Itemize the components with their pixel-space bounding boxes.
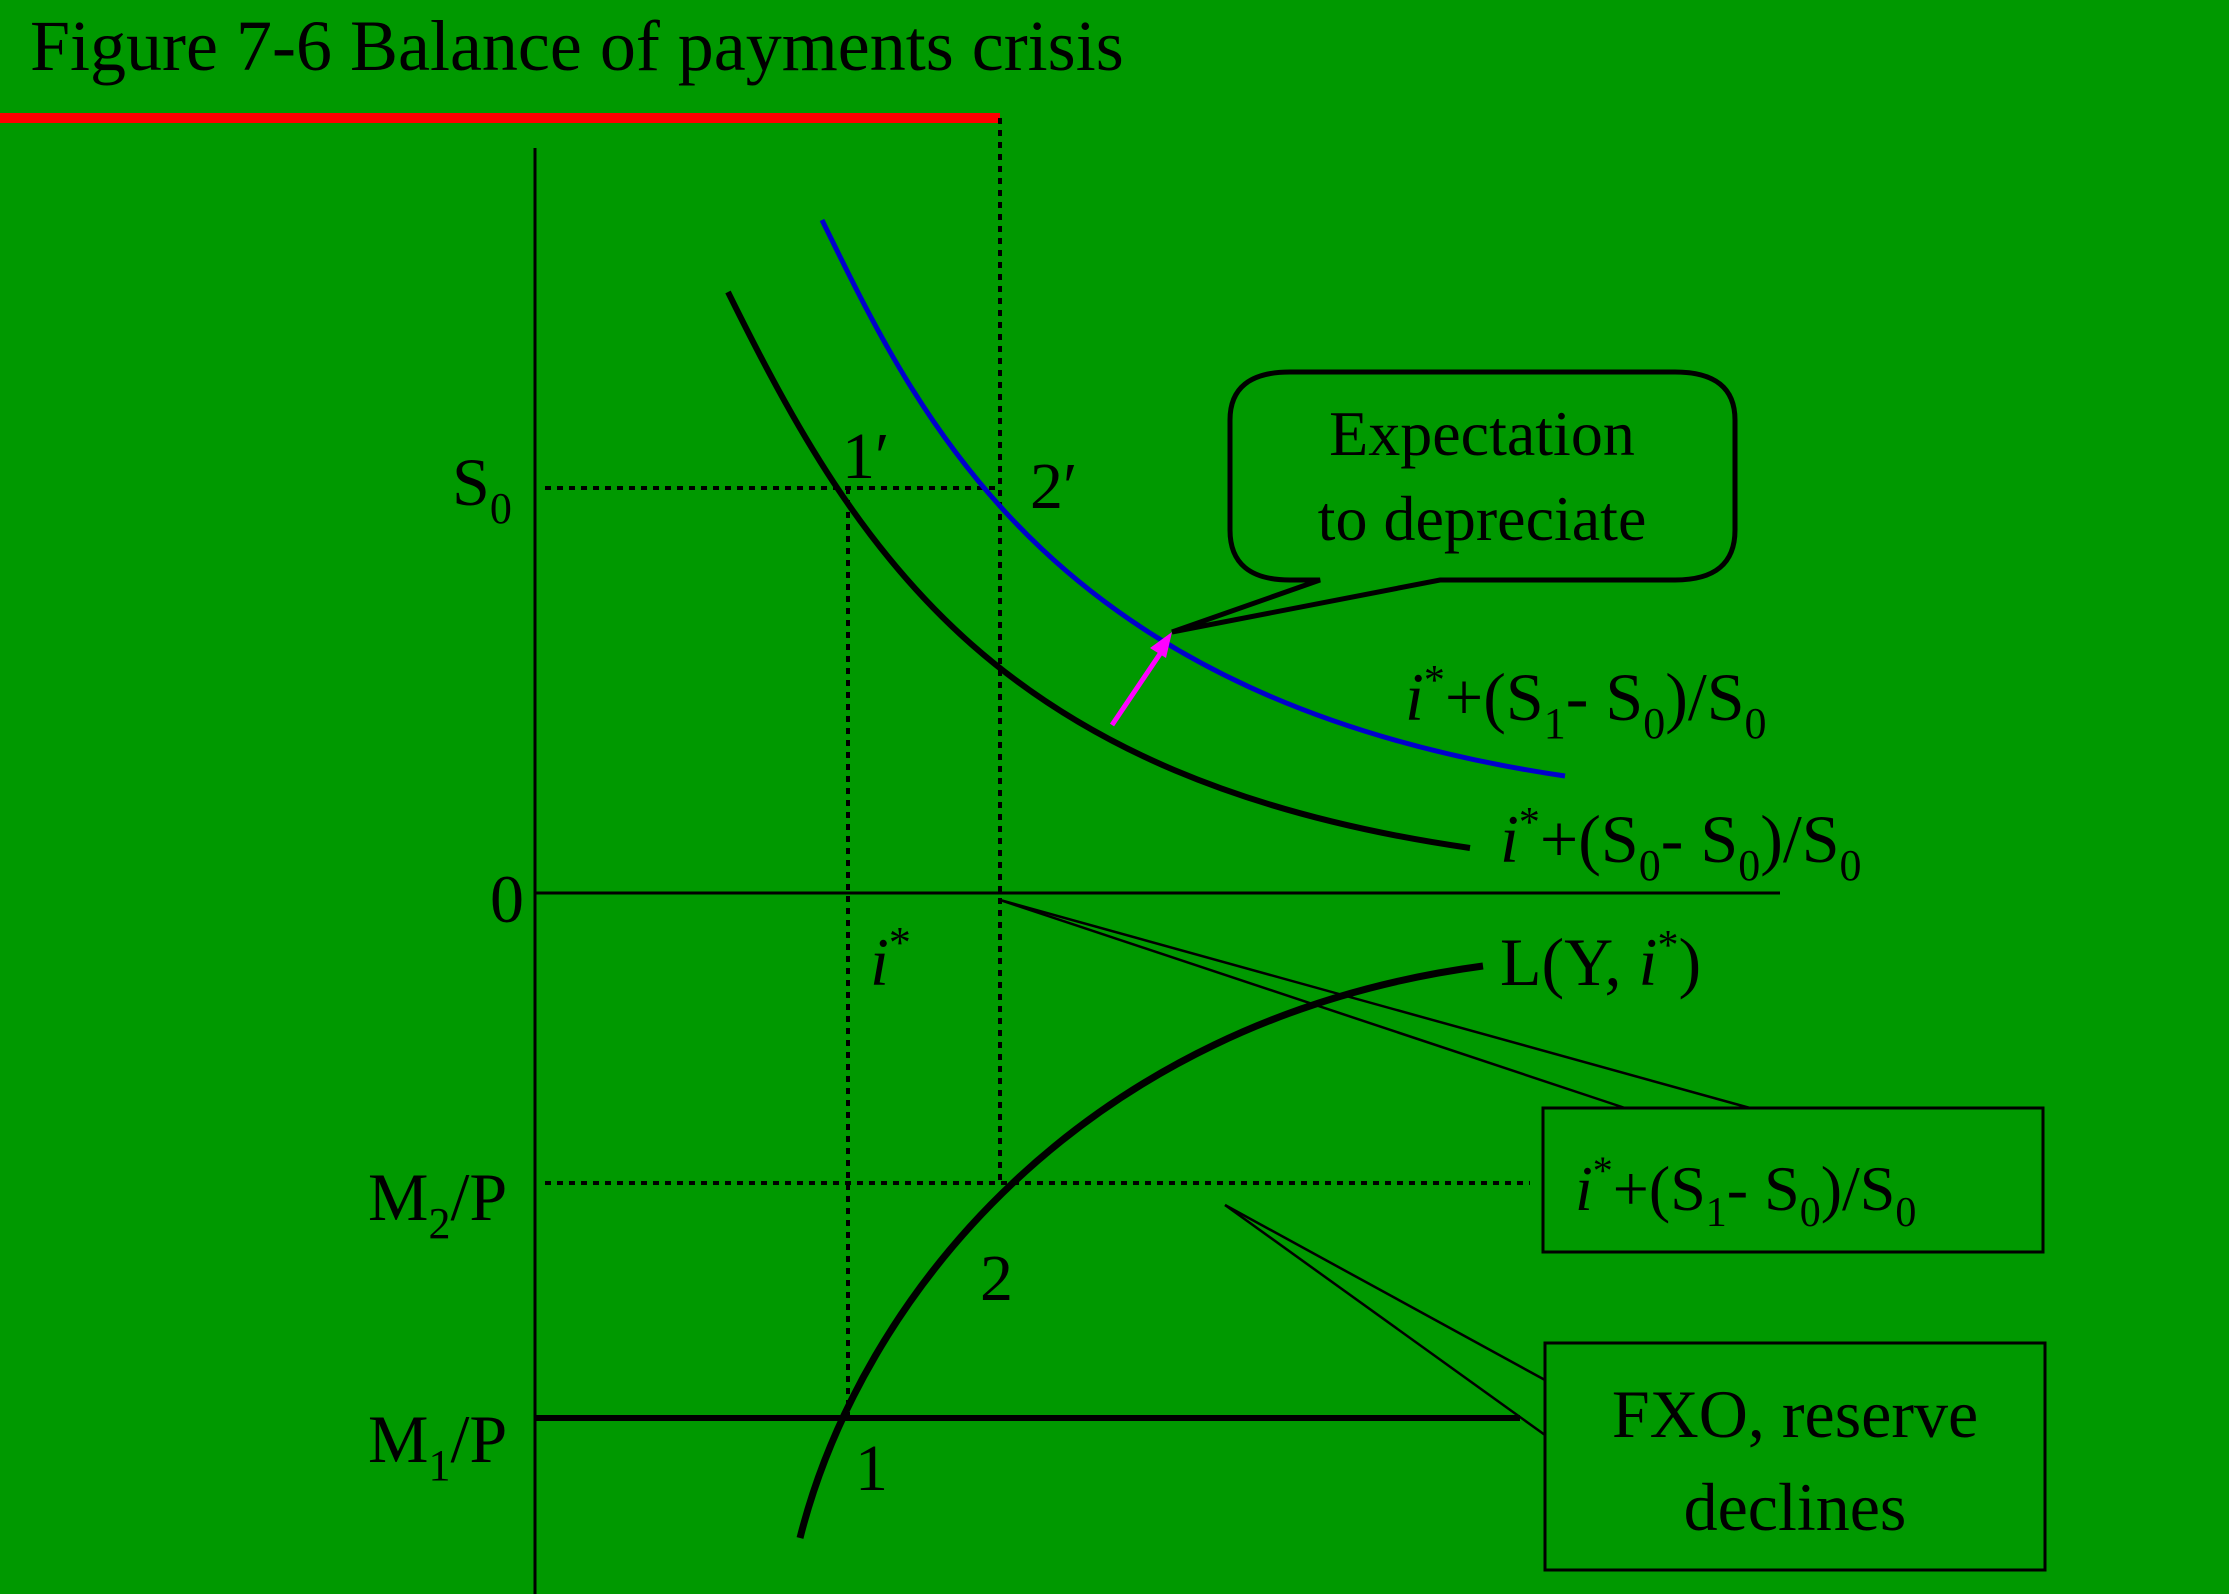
fxo-pointer-1 — [1224, 1203, 1546, 1382]
point-2: 2 — [980, 1242, 1013, 1315]
m1p-label: M1/P — [368, 1401, 507, 1490]
origin-label: 0 — [490, 861, 524, 937]
money-demand-curve — [796, 962, 1484, 1539]
point-1prime: 1′ — [842, 420, 889, 493]
guide-lines — [545, 118, 1530, 1418]
fxo-pointer-2 — [1224, 1203, 1546, 1437]
expectation-line1: Expectation — [1329, 398, 1635, 469]
interest-pointer-2 — [999, 898, 1751, 1110]
shifted-curve-label: i*+(S1- S0)/S0 — [1405, 658, 1767, 748]
istar-label: i* — [870, 918, 911, 1000]
interest-callout-text: i*+(S1- S0)/S0 — [1575, 1148, 1916, 1236]
fxo-line2: declines — [1684, 1469, 1907, 1545]
shift-arrow — [1109, 643, 1169, 727]
original-curve-label: i*+(S0- S0)/S0 — [1500, 800, 1862, 890]
expectation-line2: to depreciate — [1318, 483, 1647, 554]
fxo-callout — [1543, 1341, 2047, 1572]
shift-arrow-head — [1150, 632, 1172, 658]
point-2prime: 2′ — [1030, 450, 1077, 523]
fxo-line1: FXO, reserve — [1612, 1376, 1978, 1452]
expectation-callout — [1171, 369, 1738, 635]
interest-pointer-1 — [999, 898, 1626, 1110]
original-interest-parity-curve — [725, 290, 1471, 851]
m2p-label: M2/P — [368, 1159, 507, 1248]
point-1: 1 — [855, 1432, 888, 1505]
shifted-interest-parity-curve — [819, 218, 1566, 779]
figure-title: Figure 7-6 Balance of payments crisis — [30, 6, 1124, 86]
interest-callout — [1541, 1106, 2045, 1254]
s0-label: S0 — [452, 444, 512, 533]
money-demand-label: L(Y, i*) — [1500, 923, 1701, 1000]
